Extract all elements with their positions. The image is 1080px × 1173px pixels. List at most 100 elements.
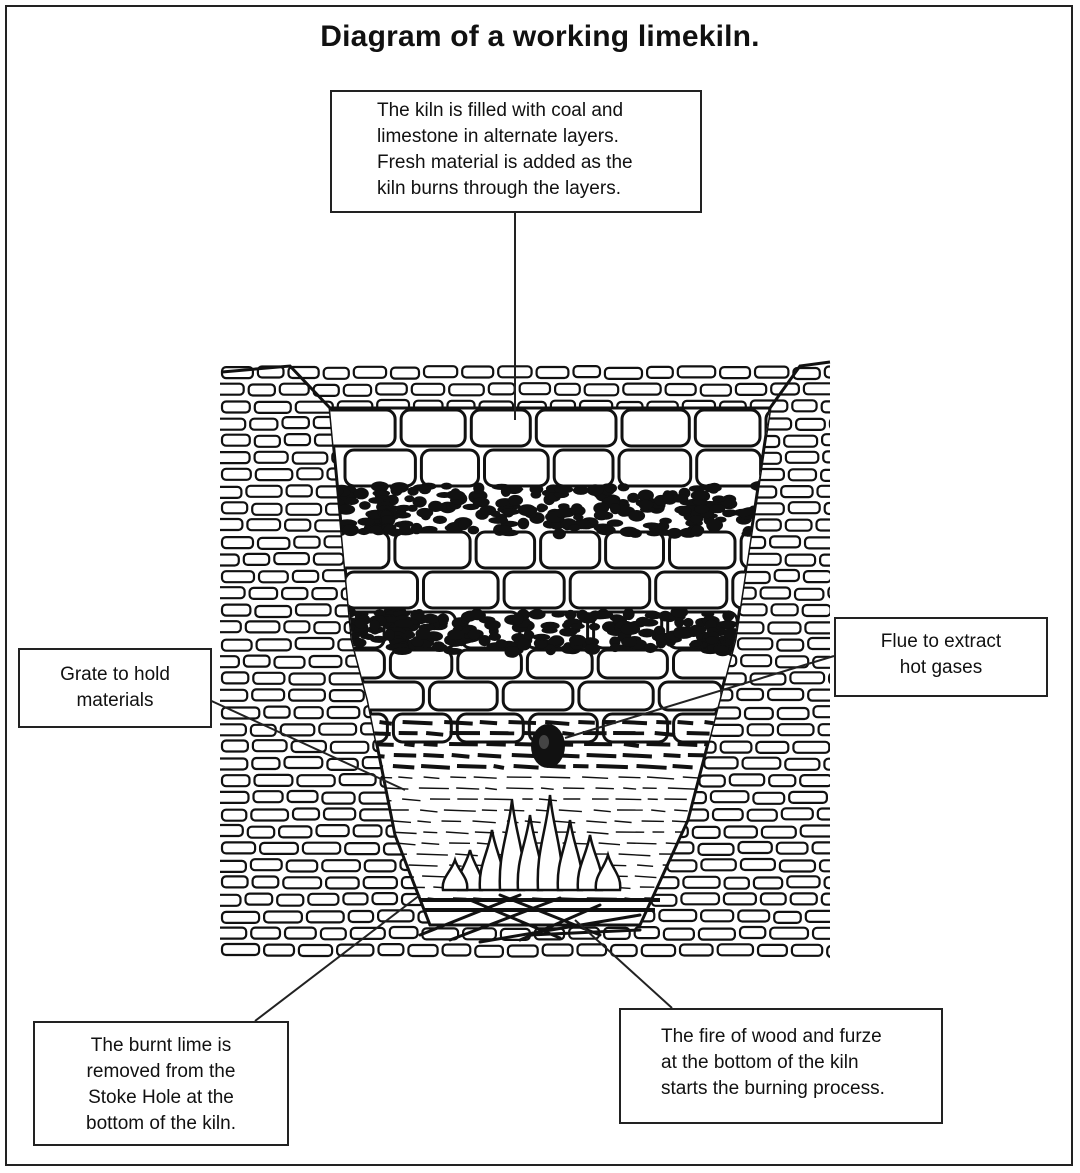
label-line: kiln burns through the layers. (377, 176, 688, 202)
wall-brick (283, 417, 309, 428)
wall-brick (296, 604, 331, 615)
wall-brick (666, 384, 696, 395)
wall-brick (297, 468, 322, 479)
coal-lump (404, 495, 414, 502)
wall-brick (222, 502, 247, 513)
wall-brick (287, 485, 312, 496)
burnt-lime-mark (578, 722, 595, 723)
wall-brick (284, 621, 309, 632)
wall-brick (364, 877, 397, 888)
wall-brick (789, 792, 827, 803)
label-burnt-lime: The burnt lime is removed from the Stoke… (33, 1021, 289, 1146)
coal-lump (530, 485, 544, 495)
coal-lump (605, 483, 617, 493)
burnt-lime-mark (678, 722, 694, 723)
wall-brick (683, 877, 719, 888)
coal-lump (524, 630, 535, 640)
wall-brick (288, 791, 318, 802)
wall-brick (574, 366, 601, 377)
coal-lump (496, 526, 512, 533)
wall-brick (739, 842, 772, 853)
coal-lump (358, 528, 370, 535)
coal-lump (444, 648, 463, 655)
coal-lump (670, 607, 688, 618)
wall-brick (449, 384, 484, 395)
wall-brick (251, 859, 282, 870)
wall-brick (222, 810, 246, 821)
wall-brick (279, 826, 311, 837)
wall-brick (830, 418, 864, 429)
wall-brick (820, 860, 845, 871)
burnt-lime-mark (687, 733, 710, 734)
wall-brick (330, 690, 364, 701)
coal-lump (589, 623, 600, 631)
wall-brick (222, 912, 259, 923)
burnt-lime-mark (655, 733, 675, 735)
wall-brick (274, 553, 309, 564)
wall-brick (260, 843, 298, 854)
burnt-lime-mark (509, 722, 537, 723)
wall-brick (281, 724, 315, 735)
wall-brick (222, 571, 254, 582)
wall-brick (713, 809, 743, 820)
coal-lump (720, 622, 733, 628)
wall-brick (343, 893, 367, 904)
coal-lump (694, 505, 709, 514)
wall-brick (782, 808, 813, 819)
burnt-lime-mark (423, 755, 444, 756)
limestone-block (541, 532, 600, 568)
wall-brick (789, 502, 820, 513)
wall-brick (259, 571, 288, 582)
wall-brick (378, 910, 413, 921)
wall-brick (741, 859, 775, 870)
wall-brick (818, 486, 851, 497)
burnt-lime-mark (452, 755, 470, 757)
limestone-block (393, 714, 451, 742)
wall-brick (647, 367, 673, 378)
wall-brick (805, 537, 840, 548)
burnt-lime-mark (637, 766, 667, 768)
coal-lump (501, 508, 520, 515)
burnt-lime-mark (616, 799, 642, 800)
coal-lump (565, 610, 576, 620)
label-line: Flue to extract (844, 629, 1038, 655)
wall-brick (252, 758, 279, 769)
wall-brick (290, 674, 325, 685)
wall-brick (777, 843, 808, 854)
wall-brick (212, 895, 241, 906)
coal-lump (395, 505, 412, 511)
label-line: The fire of wood and furze (661, 1024, 933, 1050)
coal-lump (607, 519, 623, 526)
wall-brick (287, 504, 322, 515)
wall-brick (739, 604, 766, 615)
wall-brick (795, 589, 823, 600)
wall-brick (720, 367, 750, 378)
wall-brick (247, 519, 280, 530)
coal-lump (512, 613, 523, 624)
limestone-block (504, 572, 564, 608)
wall-brick (718, 944, 753, 955)
wall-brick (520, 383, 550, 394)
wall-brick (390, 927, 418, 938)
coal-lump (518, 518, 530, 530)
wall-brick (365, 860, 396, 871)
coal-lump (706, 519, 723, 531)
coal-lump (473, 483, 484, 494)
wall-brick (283, 877, 321, 888)
coal-lump (390, 482, 409, 493)
burnt-lime-mark (404, 744, 414, 745)
wall-brick (774, 912, 801, 923)
wall-brick (758, 945, 787, 956)
coal-lump (554, 486, 573, 493)
wall-brick (778, 724, 814, 735)
wall-brick (822, 434, 852, 445)
wall-brick (623, 384, 660, 395)
limestone-block (424, 572, 499, 608)
wall-brick (745, 554, 781, 565)
coal-lump (671, 494, 688, 503)
wall-brick (778, 708, 809, 719)
burnt-lime-mark (596, 788, 614, 789)
coal-lump (662, 493, 673, 504)
wall-brick (246, 894, 273, 905)
coal-lump (384, 630, 394, 641)
